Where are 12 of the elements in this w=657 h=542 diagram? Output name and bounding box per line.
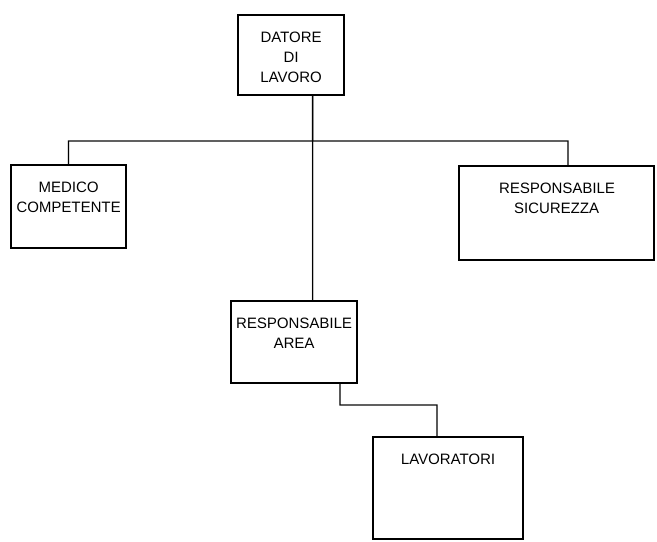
org-box	[237, 14, 345, 96]
org-box	[10, 164, 127, 249]
connector-line	[339, 384, 438, 436]
box-label: RESPONSABILE AREA	[235, 314, 353, 354]
box-label: MEDICO COMPETENTE	[15, 178, 122, 218]
box-label: DATORE DI LAVORO	[259, 28, 323, 88]
org-box	[372, 436, 524, 540]
box-label: RESPONSABILE SICUREZZA	[499, 179, 614, 219]
box-label: LAVORATORI	[400, 450, 496, 470]
org-box	[230, 300, 358, 384]
connector-line	[312, 96, 314, 300]
org-box	[458, 165, 655, 261]
